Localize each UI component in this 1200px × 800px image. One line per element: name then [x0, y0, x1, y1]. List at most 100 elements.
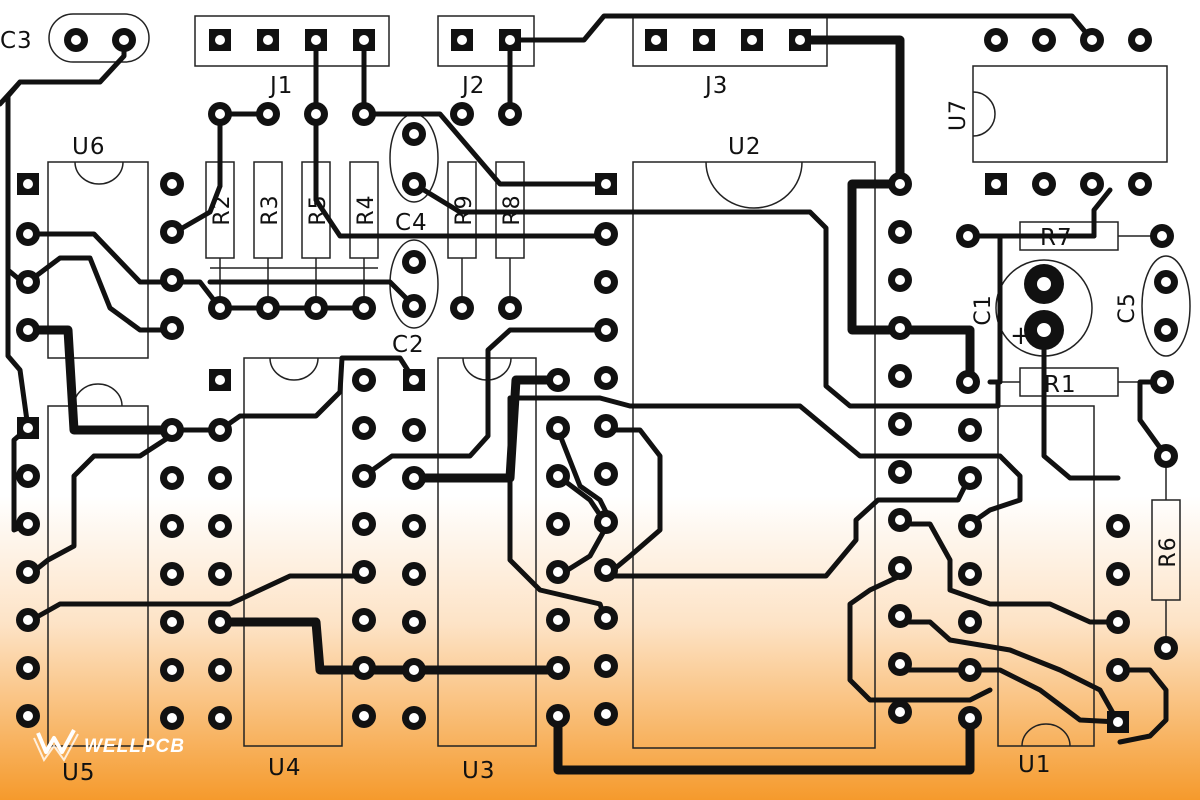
pad-hole: [895, 179, 905, 189]
pad-hole: [167, 473, 177, 483]
pad-hole: [359, 471, 369, 481]
pad-hole: [167, 425, 177, 435]
label-r7: R7: [1040, 225, 1073, 251]
wellpcb-logo-icon: [36, 729, 76, 754]
pad-hole: [409, 375, 419, 385]
pad-hole: [601, 469, 611, 479]
label-c3: C3: [0, 28, 33, 54]
wellpcb-logo: WELLPCB: [33, 729, 184, 762]
pad-hole: [359, 35, 369, 45]
pad-hole: [359, 519, 369, 529]
pad-hole: [1157, 377, 1167, 387]
pad-hole: [457, 35, 467, 45]
pad-hole: [1135, 179, 1145, 189]
pad-hole: [1113, 521, 1123, 531]
pad-hole: [23, 423, 33, 433]
pad-hole: [215, 375, 225, 385]
pad-hole: [359, 375, 369, 385]
pad-hole: [1157, 231, 1167, 241]
pad-hole: [553, 663, 563, 673]
label-u7: U7: [946, 99, 971, 131]
pad-hole: [263, 35, 273, 45]
pad-hole: [359, 109, 369, 119]
pad-hole: [895, 323, 905, 333]
pad-hole: [895, 371, 905, 381]
label-r2: R2: [210, 194, 235, 225]
pad-hole: [167, 179, 177, 189]
pad-hole: [601, 613, 611, 623]
pad-hole: [23, 229, 33, 239]
pad-hole: [601, 517, 611, 527]
pad-hole: [457, 109, 467, 119]
pad-hole: [23, 663, 33, 673]
pad-hole: [965, 617, 975, 627]
pad-hole: [409, 257, 419, 267]
pad-hole: [359, 303, 369, 313]
pad-hole: [747, 35, 757, 45]
pad-hole: [601, 421, 611, 431]
pad-hole: [215, 109, 225, 119]
pad-hole: [457, 303, 467, 313]
label-u4: U4: [268, 755, 301, 781]
label-r8: R8: [500, 194, 525, 225]
pad-hole: [601, 709, 611, 719]
pad-hole: [359, 615, 369, 625]
pad-hole: [167, 323, 177, 333]
label-c2: C2: [392, 332, 425, 358]
pad-hole: [215, 569, 225, 579]
pad-hole: [895, 611, 905, 621]
pad-hole: [601, 661, 611, 671]
u6-notch: [74, 161, 124, 185]
pad-hole: [167, 665, 177, 675]
pad-hole: [895, 659, 905, 669]
pad-hole: [1113, 617, 1123, 627]
pad-hole: [23, 519, 33, 529]
pad-hole: [409, 425, 419, 435]
pad-hole: [963, 231, 973, 241]
pad-hole: [167, 617, 177, 627]
pad-hole: [409, 617, 419, 627]
pad-hole: [965, 569, 975, 579]
pad-hole: [601, 325, 611, 335]
u4-outline: [243, 357, 343, 747]
pad-hole: [409, 569, 419, 579]
pad-hole: [167, 521, 177, 531]
pad-hole: [601, 373, 611, 383]
j1-outline: [194, 15, 390, 67]
pad-hole: [1161, 643, 1171, 653]
u5-outline: [47, 405, 149, 747]
label-j3: J3: [703, 73, 728, 99]
pad-hole: [409, 665, 419, 675]
pad-hole: [601, 229, 611, 239]
pad-hole: [215, 617, 225, 627]
label-r3: R3: [258, 194, 283, 225]
pad-hole: [23, 567, 33, 577]
pad-hole: [1113, 717, 1123, 727]
pad-hole: [311, 109, 321, 119]
pad-hole: [1161, 277, 1171, 287]
pad-hole: [215, 665, 225, 675]
pad-hole: [1113, 665, 1123, 675]
pad-hole: [1135, 35, 1145, 45]
pad-hole: [215, 35, 225, 45]
pad-hole: [167, 713, 177, 723]
label-u6: U6: [72, 134, 105, 160]
u6-outline: [47, 161, 149, 359]
pad-hole: [553, 375, 563, 385]
pad-hole: [553, 567, 563, 577]
u2-notch: [705, 161, 803, 209]
pad-hole: [311, 303, 321, 313]
label-r5: R5: [306, 194, 331, 225]
pad-hole: [601, 277, 611, 287]
pad-hole: [409, 521, 419, 531]
label-r9: R9: [452, 194, 477, 225]
svg-text:+: +: [1010, 321, 1032, 351]
pad-hole: [1087, 35, 1097, 45]
traces: [0, 13, 1169, 775]
pad-hole: [359, 567, 369, 577]
pad-hole: [409, 473, 419, 483]
pad-hole: [1039, 35, 1049, 45]
pad-hole: [965, 713, 975, 723]
pad-hole: [167, 569, 177, 579]
label-j1: J1: [268, 73, 293, 99]
